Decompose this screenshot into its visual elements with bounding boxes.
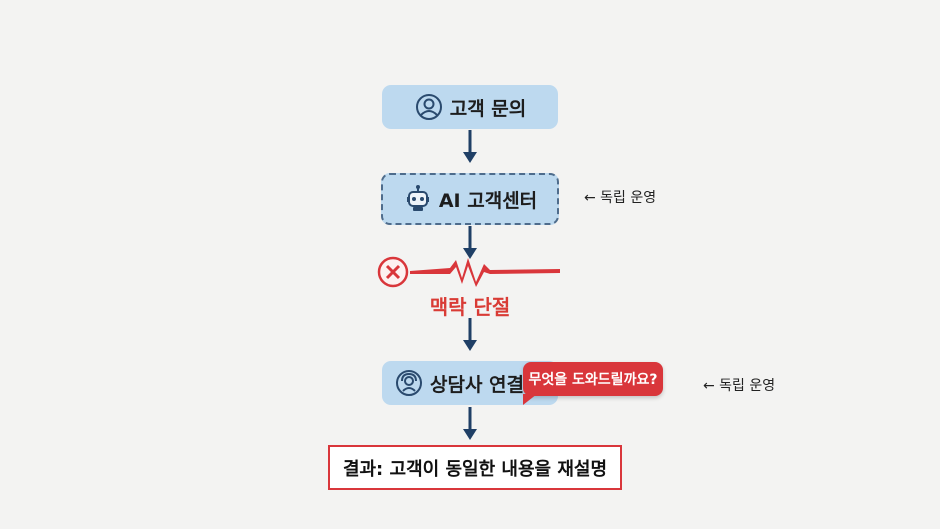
customer-inquiry-label: 고객 문의 [449,97,527,120]
arrow-down-1 [463,130,477,163]
greeting-speech-bubble: 무엇을 도와드릴까요? [523,362,663,396]
arrow-down-3 [463,318,477,351]
agent-connection-label: 상담사 연결 [430,373,525,396]
arrow-down-2 [463,226,477,259]
speech-bubble-tail [523,394,537,405]
result-box: 결과: 고객이 동일한 내용을 재설명 [328,445,622,490]
arrow-down-4 [463,407,477,440]
result-text: 결과: 고객이 동일한 내용을 재설명 [342,458,608,480]
customer-inquiry-box: 고객 문의 [382,85,558,129]
agent-headset-icon [394,368,424,398]
broken-link-zigzag-icon [410,258,560,287]
disconnect-x-icon [377,256,409,288]
context-break-label: 맥락 단절 [429,295,511,319]
independent-operation-note-2: ← 독립 운영 [703,378,776,394]
ai-customer-center-label: AI 고객센터 [438,189,538,212]
greeting-text: 무엇을 도와드릴까요? [528,372,658,388]
user-headset-icon [414,92,444,122]
robot-icon [403,184,433,214]
ai-customer-center-box: AI 고객센터 [381,173,559,225]
independent-operation-note-1: ← 독립 운영 [584,190,657,206]
